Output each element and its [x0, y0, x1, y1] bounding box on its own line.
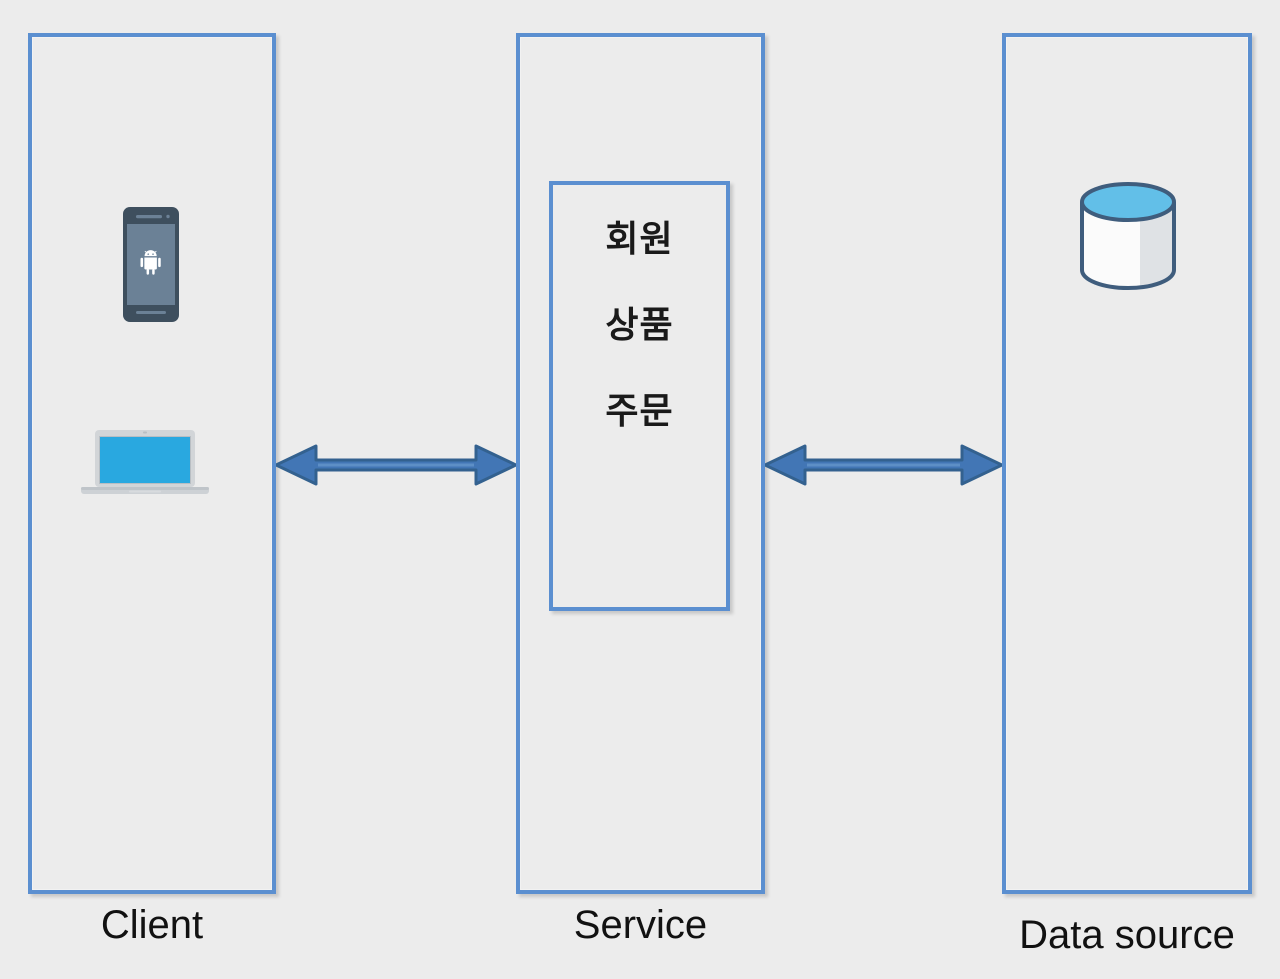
service-modules-box[interactable]: 회원 상품 주문	[549, 181, 730, 611]
datasource-column-caption: Data source	[1019, 913, 1235, 957]
service-module-product: 상품	[605, 304, 674, 345]
arrow-client-service[interactable]	[276, 442, 516, 488]
arrow-service-datasource[interactable]	[765, 442, 1002, 488]
service-column-caption: Service	[573, 903, 708, 947]
service-module-order: 주문	[605, 390, 674, 431]
database-cylinder-icon	[1078, 182, 1178, 290]
service-module-member: 회원	[605, 218, 674, 259]
android-phone-icon	[122, 206, 180, 323]
client-column-caption: Client	[100, 903, 204, 947]
datasource-column-box[interactable]	[1002, 33, 1252, 894]
laptop-icon	[79, 428, 211, 500]
